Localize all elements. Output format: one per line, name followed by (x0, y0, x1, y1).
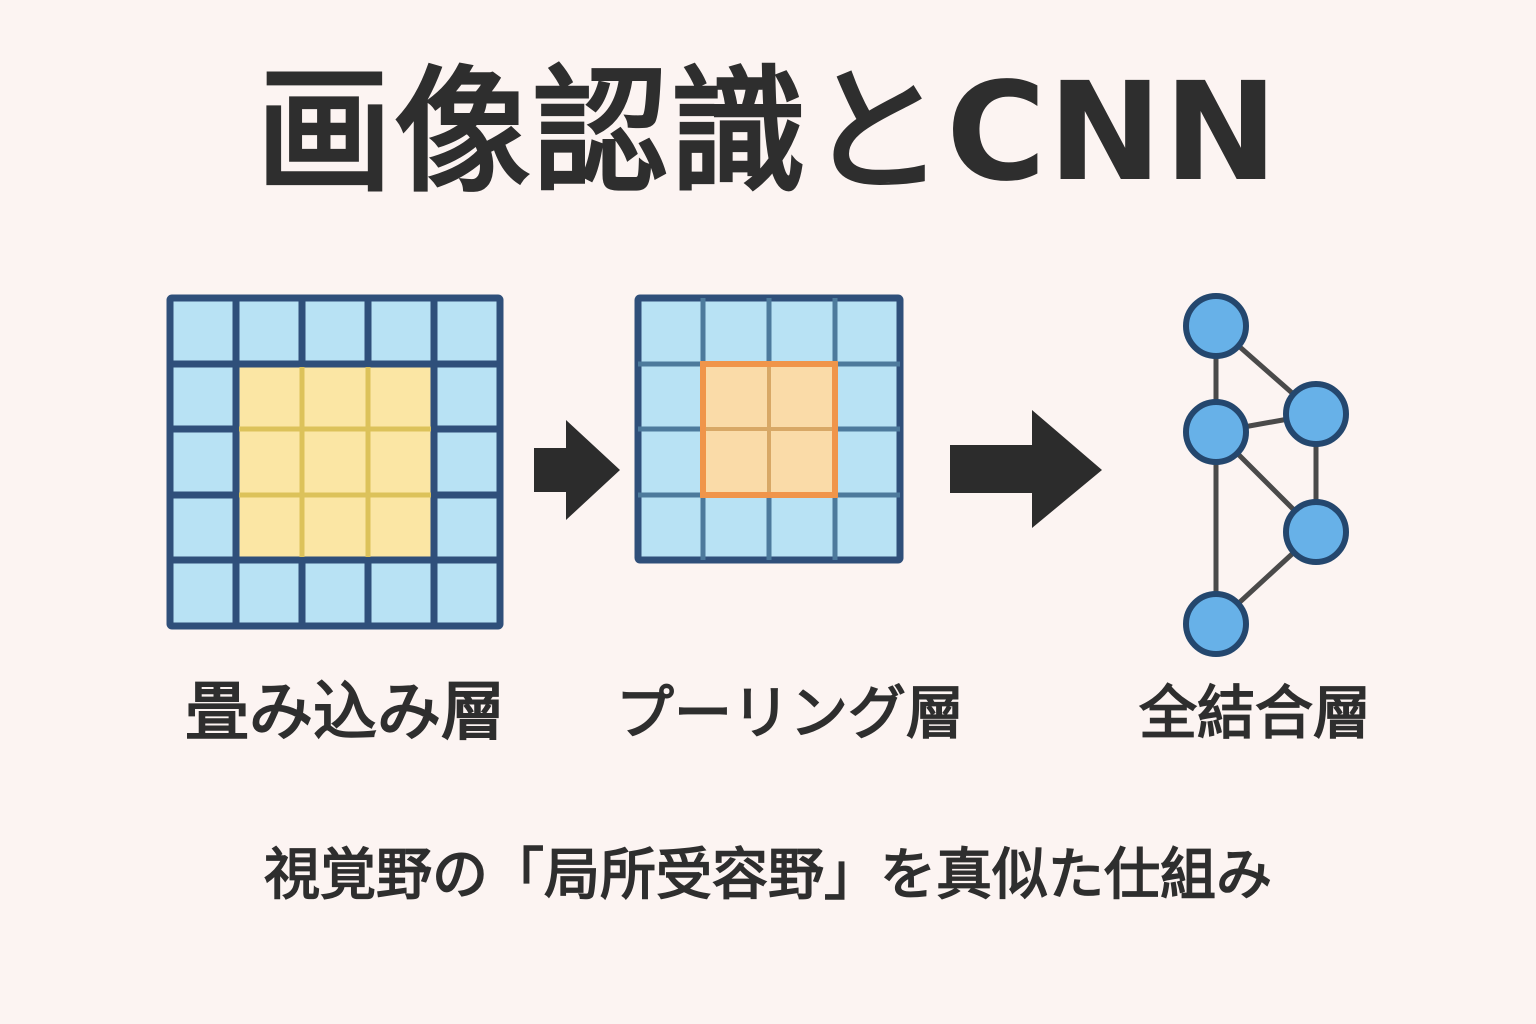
network-node (1183, 293, 1249, 359)
network-node (1183, 399, 1249, 465)
convolution-receptive-field (236, 364, 434, 560)
network-node (1183, 591, 1249, 657)
caption: 視覚野の「局所受容野」を真似た仕組み (264, 843, 1272, 908)
page-title: 画像認識とCNN (256, 54, 1280, 212)
convolution-highlight-lines (239, 367, 431, 557)
convolution-layer-label: 畳み込み層 (185, 676, 505, 750)
fully-connected-network (1183, 293, 1349, 657)
network-node (1283, 499, 1349, 565)
pooling-window-lines (706, 367, 832, 492)
pooling-layer-label: プーリング層 (615, 679, 964, 747)
network-edges (1213, 324, 1319, 626)
pooling-grid (634, 294, 904, 564)
arrow-right-icon (534, 420, 620, 520)
fully-connected-layer-label: 全結合層 (1138, 679, 1371, 747)
convolution-grid (166, 294, 504, 630)
convolution-grid-lines (170, 298, 500, 626)
arrow-right-icon (950, 410, 1102, 528)
network-node (1283, 381, 1349, 447)
